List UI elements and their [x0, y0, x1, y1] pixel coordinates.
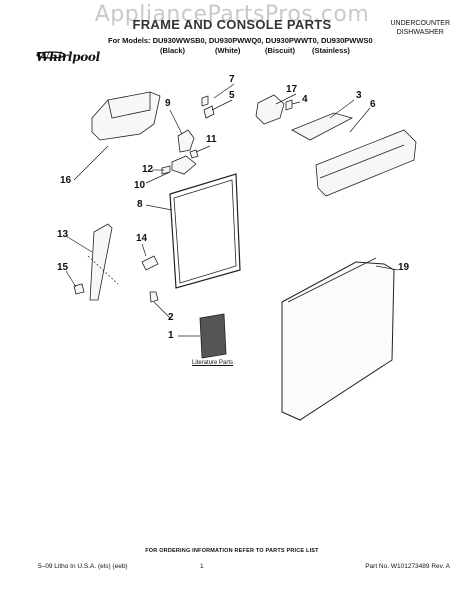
- part-10-switch: [171, 155, 197, 175]
- callout-7: 7: [229, 74, 235, 85]
- callout-15: 15: [57, 262, 69, 273]
- ordering-note: FOR ORDERING INFORMATION REFER TO PARTS …: [145, 548, 319, 554]
- part-11: [189, 149, 199, 159]
- color-black: (Black): [160, 46, 186, 55]
- part-13-harness: [89, 223, 113, 301]
- callout-17: 17: [286, 84, 298, 95]
- callout-19: 19: [398, 262, 410, 273]
- watermark: AppliancePartsPros.com: [94, 2, 370, 27]
- callout-4: 4: [302, 94, 308, 105]
- part-1-literature: [199, 313, 227, 359]
- part-7: [201, 95, 209, 107]
- part-4: [285, 99, 293, 111]
- callout-2: 2: [168, 312, 174, 323]
- part-19-door-panel: [281, 261, 395, 421]
- callout-10: 10: [134, 180, 146, 191]
- callout-13: 13: [57, 229, 69, 240]
- part-14-connector: [141, 255, 159, 271]
- brand-swoosh-icon: [36, 51, 66, 59]
- part-number: Part No. W101273489 Rev. A: [365, 563, 450, 570]
- product-line-2: DISHWASHER: [396, 29, 444, 36]
- literature-parts-label: Literature Parts: [192, 360, 234, 366]
- color-white: (White): [215, 46, 241, 55]
- part-9-latch: [177, 129, 195, 153]
- part-17-module: [255, 94, 285, 125]
- part-8-door-frame: [169, 173, 241, 289]
- part-3-console-insert: [291, 112, 354, 141]
- callout-8: 8: [137, 199, 143, 210]
- callout-11: 11: [206, 134, 217, 145]
- callout-5: 5: [229, 90, 235, 101]
- models-list: For Models: DU930WWSB0, DU930PWWQ0, DU93…: [108, 36, 373, 45]
- part-15-plug: [73, 283, 85, 295]
- product-line-1: UNDERCOUNTER: [390, 20, 451, 27]
- part-6-control-panel: [315, 129, 417, 197]
- brand-logo: Whirlpool: [36, 50, 100, 64]
- product-type: UNDERCOUNTER DISHWASHER: [391, 19, 451, 37]
- callout-16: 16: [60, 175, 72, 186]
- callout-9: 9: [165, 98, 171, 109]
- page-number: 1: [200, 563, 204, 570]
- litho-info: 5–09 Litho In U.S.A. (els) (eeb): [38, 563, 128, 570]
- callout-12: 12: [142, 164, 154, 175]
- callout-14: 14: [136, 233, 148, 244]
- part-2-clip: [149, 291, 159, 303]
- callout-6: 6: [370, 99, 376, 110]
- part-5: [203, 105, 215, 119]
- callout-1: 1: [168, 330, 174, 341]
- color-stainless: (Stainless): [312, 46, 350, 55]
- page-title: FRAME AND CONSOLE PARTS: [132, 17, 332, 32]
- callout-3: 3: [356, 90, 362, 101]
- color-biscuit: (Biscuit): [265, 46, 295, 55]
- brand-swoosh: [36, 46, 66, 59]
